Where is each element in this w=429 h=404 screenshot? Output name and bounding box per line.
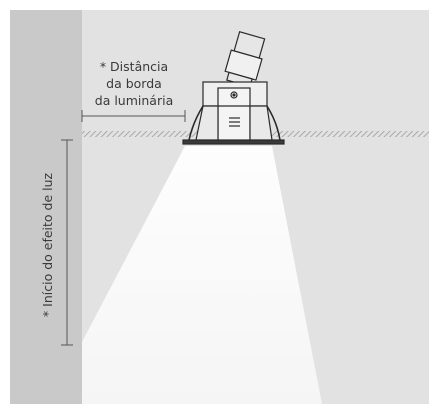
wall	[10, 10, 82, 404]
light-start-label: * Início do efeito de luz	[40, 172, 55, 317]
distance-label-line3: da luminária	[95, 93, 173, 108]
spotlight-fixture-icon	[182, 30, 285, 145]
distance-label-line1: * Distância	[100, 59, 168, 74]
distance-dimension	[81, 110, 186, 122]
light-beam	[82, 146, 322, 404]
light-start-dimension	[61, 139, 73, 346]
distance-label-line2: da borda	[106, 76, 162, 91]
